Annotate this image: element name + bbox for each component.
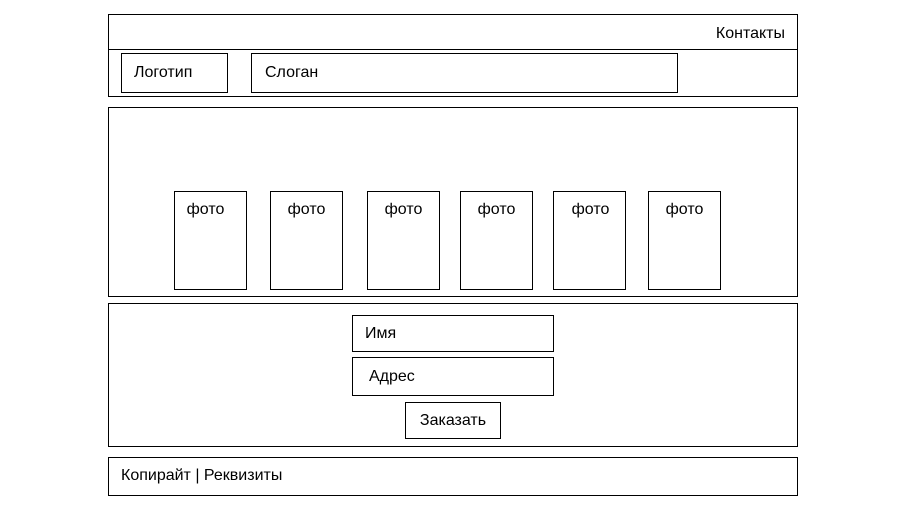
photo-label: фото [384,201,423,218]
header-divider [109,49,797,50]
order-button-label: Заказать [419,412,487,429]
photo-placeholder-2[interactable]: фото [270,191,343,290]
photo-placeholder-1[interactable]: фото [174,191,247,290]
photo-label: фото [665,201,704,218]
slogan-label: Слоган [265,64,319,81]
photo-gallery: фото фото фото фото фото фото [108,107,798,297]
address-input-label: Адрес [369,368,415,385]
photo-label: фото [477,201,516,218]
order-button[interactable]: Заказать [405,402,501,439]
photo-placeholder-4[interactable]: фото [460,191,533,290]
logo-label: Логотип [134,64,193,81]
address-input[interactable]: Адрес [352,357,554,396]
logo-placeholder[interactable]: Логотип [121,53,228,93]
photo-label: фото [186,201,225,218]
name-input[interactable]: Имя [352,315,554,352]
photo-placeholder-3[interactable]: фото [367,191,440,290]
slogan-placeholder: Слоган [251,53,678,93]
footer-text: Копирайт | Реквизиты [121,467,283,484]
photo-placeholder-6[interactable]: фото [648,191,721,290]
name-input-label: Имя [365,325,397,342]
header: Контакты Логотип Слоган [108,14,798,97]
contacts-link[interactable]: Контакты [715,25,785,42]
photo-label: фото [287,201,326,218]
photo-placeholder-5[interactable]: фото [553,191,626,290]
order-form: Имя Адрес Заказать [108,303,798,447]
photo-label: фото [571,201,610,218]
footer: Копирайт | Реквизиты [108,457,798,496]
